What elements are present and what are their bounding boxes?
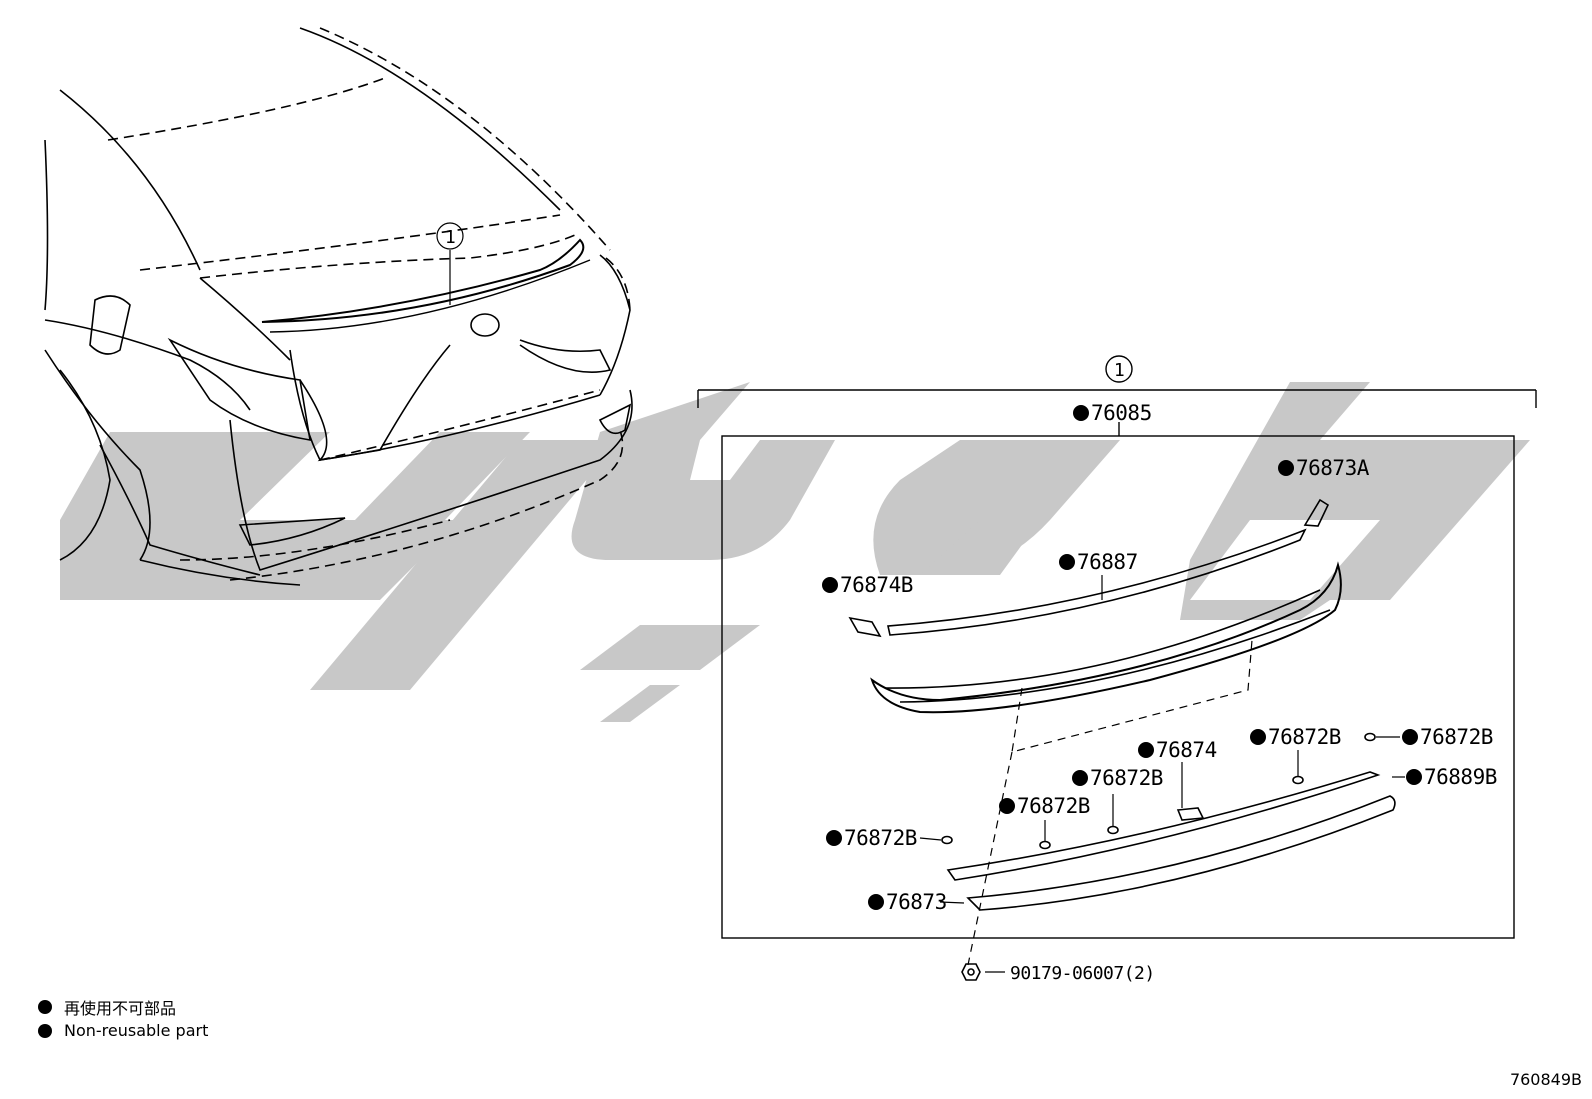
spoiler-parts-drawing [848,498,1405,981]
label-76874B: 76874B [840,573,913,597]
non-reusable-markers [822,405,1422,910]
label-76873: 76873 [886,890,947,914]
legend-en-text: Non-reusable part [64,1021,209,1040]
legend-en: Non-reusable part [38,1021,208,1040]
label-76887: 76887 [1077,550,1138,574]
watermark-logo [60,382,1530,722]
car-rear-drawing [44,27,633,586]
label-76085: 76085 [1091,401,1152,425]
label-76873A: 76873A [1296,456,1370,480]
label-76872B-b: 76872B [1420,725,1493,749]
label-76889B: 76889B [1424,765,1497,789]
legend-jp: 再使用不可部品 [38,995,176,1019]
vehicle-callout-number: 1 [445,227,455,248]
legend-jp-text: 再使用不可部品 [64,999,177,1018]
label-76872B-d: 76872B [1017,794,1090,818]
label-76872B-e: 76872B [844,826,917,850]
assembly-bracket [697,355,1537,939]
label-fastener: 90179-06007(2) [1010,963,1155,984]
label-76872B-c: 76872B [1090,766,1163,790]
diagram-id: 760849B [1509,1070,1582,1089]
non-reusable-dot-icon [38,1023,52,1038]
assembly-callout-number: 1 [1114,360,1124,381]
non-reusable-dot-icon [38,1000,52,1014]
label-76872B-a: 76872B [1268,725,1341,749]
label-76874: 76874 [1156,738,1217,762]
